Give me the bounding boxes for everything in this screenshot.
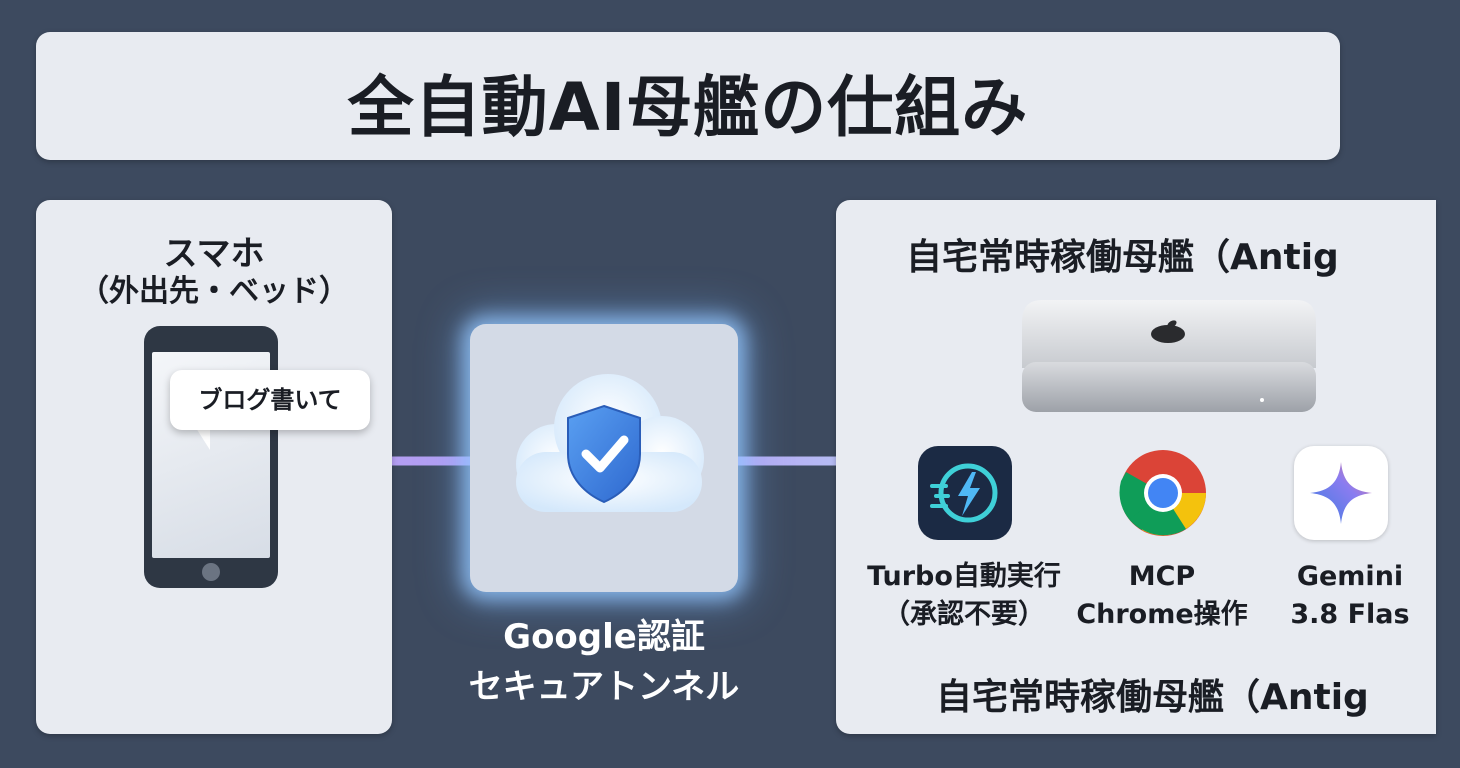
phone-panel-subtitle: （外出先・ベッド） — [79, 274, 349, 309]
tunnel-caption-line1: Google認証 — [503, 617, 705, 657]
phone-panel-title: スマホ — [163, 234, 265, 274]
chat-bubble-tail — [196, 428, 210, 450]
gemini-label-line1: Gemini — [1296, 561, 1404, 592]
gemini-label-line2: 3.8 Flas — [1290, 599, 1410, 630]
tunnel-caption-line2: セキュアトンネル — [468, 667, 740, 707]
turbo-bolt-icon — [918, 446, 1012, 540]
turbo-label: Turbo自動実行 （承認不要） — [854, 558, 1074, 634]
mcp-label-line1: MCP — [1128, 561, 1196, 592]
home-server-panel: 自宅常時稼働母艦（Antig — [836, 200, 1436, 734]
secure-tunnel-box — [470, 324, 738, 592]
chrome-icon — [1116, 446, 1210, 540]
home-panel-title-top: 自宅常時稼働母艦（Antig — [906, 237, 1339, 278]
cloud-shield-icon — [516, 374, 704, 512]
gemini-star-icon — [1294, 446, 1388, 540]
chat-bubble: ブログ書いて — [170, 370, 370, 430]
phone-notch — [180, 326, 242, 342]
title-bar: 全自動AI母艦の仕組み — [36, 32, 1340, 160]
phone-panel: スマホ （外出先・ベッド） ブログ書いて — [36, 200, 392, 734]
apple-logo-icon — [1151, 320, 1185, 343]
turbo-label-line1: Turbo自動実行 — [867, 561, 1061, 592]
smartphone-icon — [144, 326, 278, 588]
mcp-label: MCP Chrome操作 — [1052, 558, 1272, 634]
mac-mini-icon — [1022, 300, 1316, 412]
tunnel-caption: Google認証 セキュアトンネル — [430, 612, 778, 712]
gemini-label: Gemini 3.8 Flas — [1240, 558, 1460, 634]
mcp-label-line2: Chrome操作 — [1076, 599, 1248, 630]
phone-home-button — [202, 563, 220, 581]
page-title: 全自動AI母艦の仕組み — [347, 69, 1029, 146]
home-panel-title-bottom: 自宅常時稼働母艦（Antig — [936, 677, 1369, 718]
turbo-label-line2: （承認不要） — [883, 599, 1045, 630]
